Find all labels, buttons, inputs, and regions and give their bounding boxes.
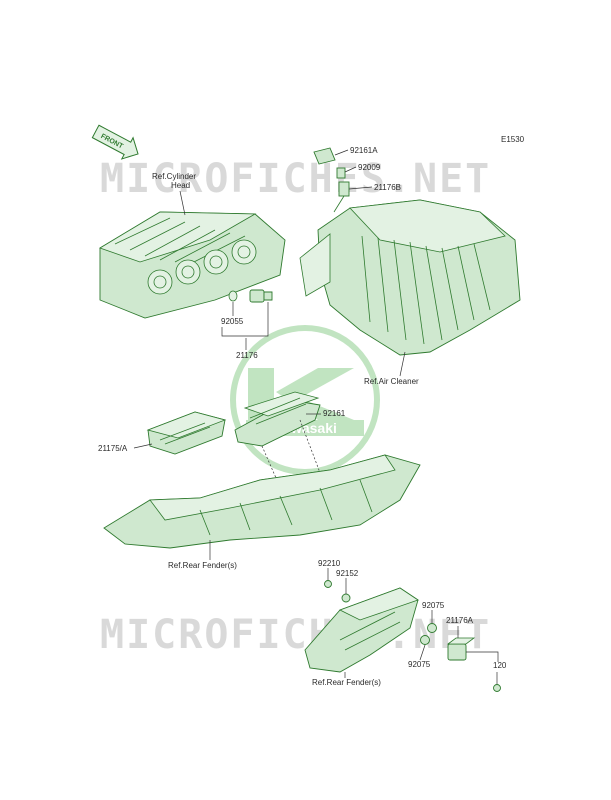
label-120: 120 bbox=[493, 661, 507, 670]
label-ref-rear-fender-1: Ref.Rear Fender(s) bbox=[168, 561, 237, 570]
grommet-92075-top bbox=[427, 623, 437, 633]
label-21176: 21176 bbox=[236, 351, 258, 360]
rear-fender-lower bbox=[304, 587, 419, 673]
sensor-21176 bbox=[228, 289, 273, 303]
cap-92161A bbox=[313, 147, 336, 165]
label-92055: 92055 bbox=[221, 317, 244, 326]
label-21176B: 21176B bbox=[374, 183, 401, 192]
label-92152: 92152 bbox=[336, 569, 359, 578]
label-92075-bottom: 92075 bbox=[408, 660, 431, 669]
collar-92152 bbox=[341, 593, 351, 603]
bolt-92210 bbox=[324, 580, 332, 588]
grommet-92075-bottom bbox=[420, 635, 430, 645]
label-92210: 92210 bbox=[318, 559, 341, 568]
watermark-bottom: MICROFICHES.NET bbox=[100, 612, 491, 658]
cylinder-head bbox=[99, 211, 286, 319]
label-92009: 92009 bbox=[358, 163, 381, 172]
label-92161: 92161 bbox=[323, 409, 346, 418]
ecu-21175A bbox=[146, 411, 227, 455]
label-92075-top: 92075 bbox=[422, 601, 445, 610]
rear-fender-upper bbox=[103, 454, 421, 549]
label-21176A: 21176A bbox=[446, 616, 474, 625]
label-21175A: 21175/A bbox=[98, 444, 128, 453]
label-ref-air-cleaner: Ref.Air Cleaner bbox=[364, 377, 419, 386]
label-ref-rear-fender-2: Ref.Rear Fender(s) bbox=[312, 678, 381, 687]
sensor-21176A bbox=[446, 637, 476, 661]
watermark-top: MICROFICHES.NET bbox=[100, 156, 491, 202]
diagram-code: E1530 bbox=[501, 135, 525, 144]
ecu-holder-92161 bbox=[234, 391, 321, 447]
air-cleaner bbox=[299, 199, 521, 356]
label-92161A: 92161A bbox=[350, 146, 378, 155]
front-arrow-icon: FRONT bbox=[91, 124, 139, 160]
label-ref-cylinder-head-1: Ref.Cylinder bbox=[152, 172, 196, 181]
bolt-120 bbox=[493, 684, 501, 692]
screw-92009 bbox=[336, 167, 346, 179]
label-ref-cylinder-head-2: Head bbox=[171, 181, 190, 190]
